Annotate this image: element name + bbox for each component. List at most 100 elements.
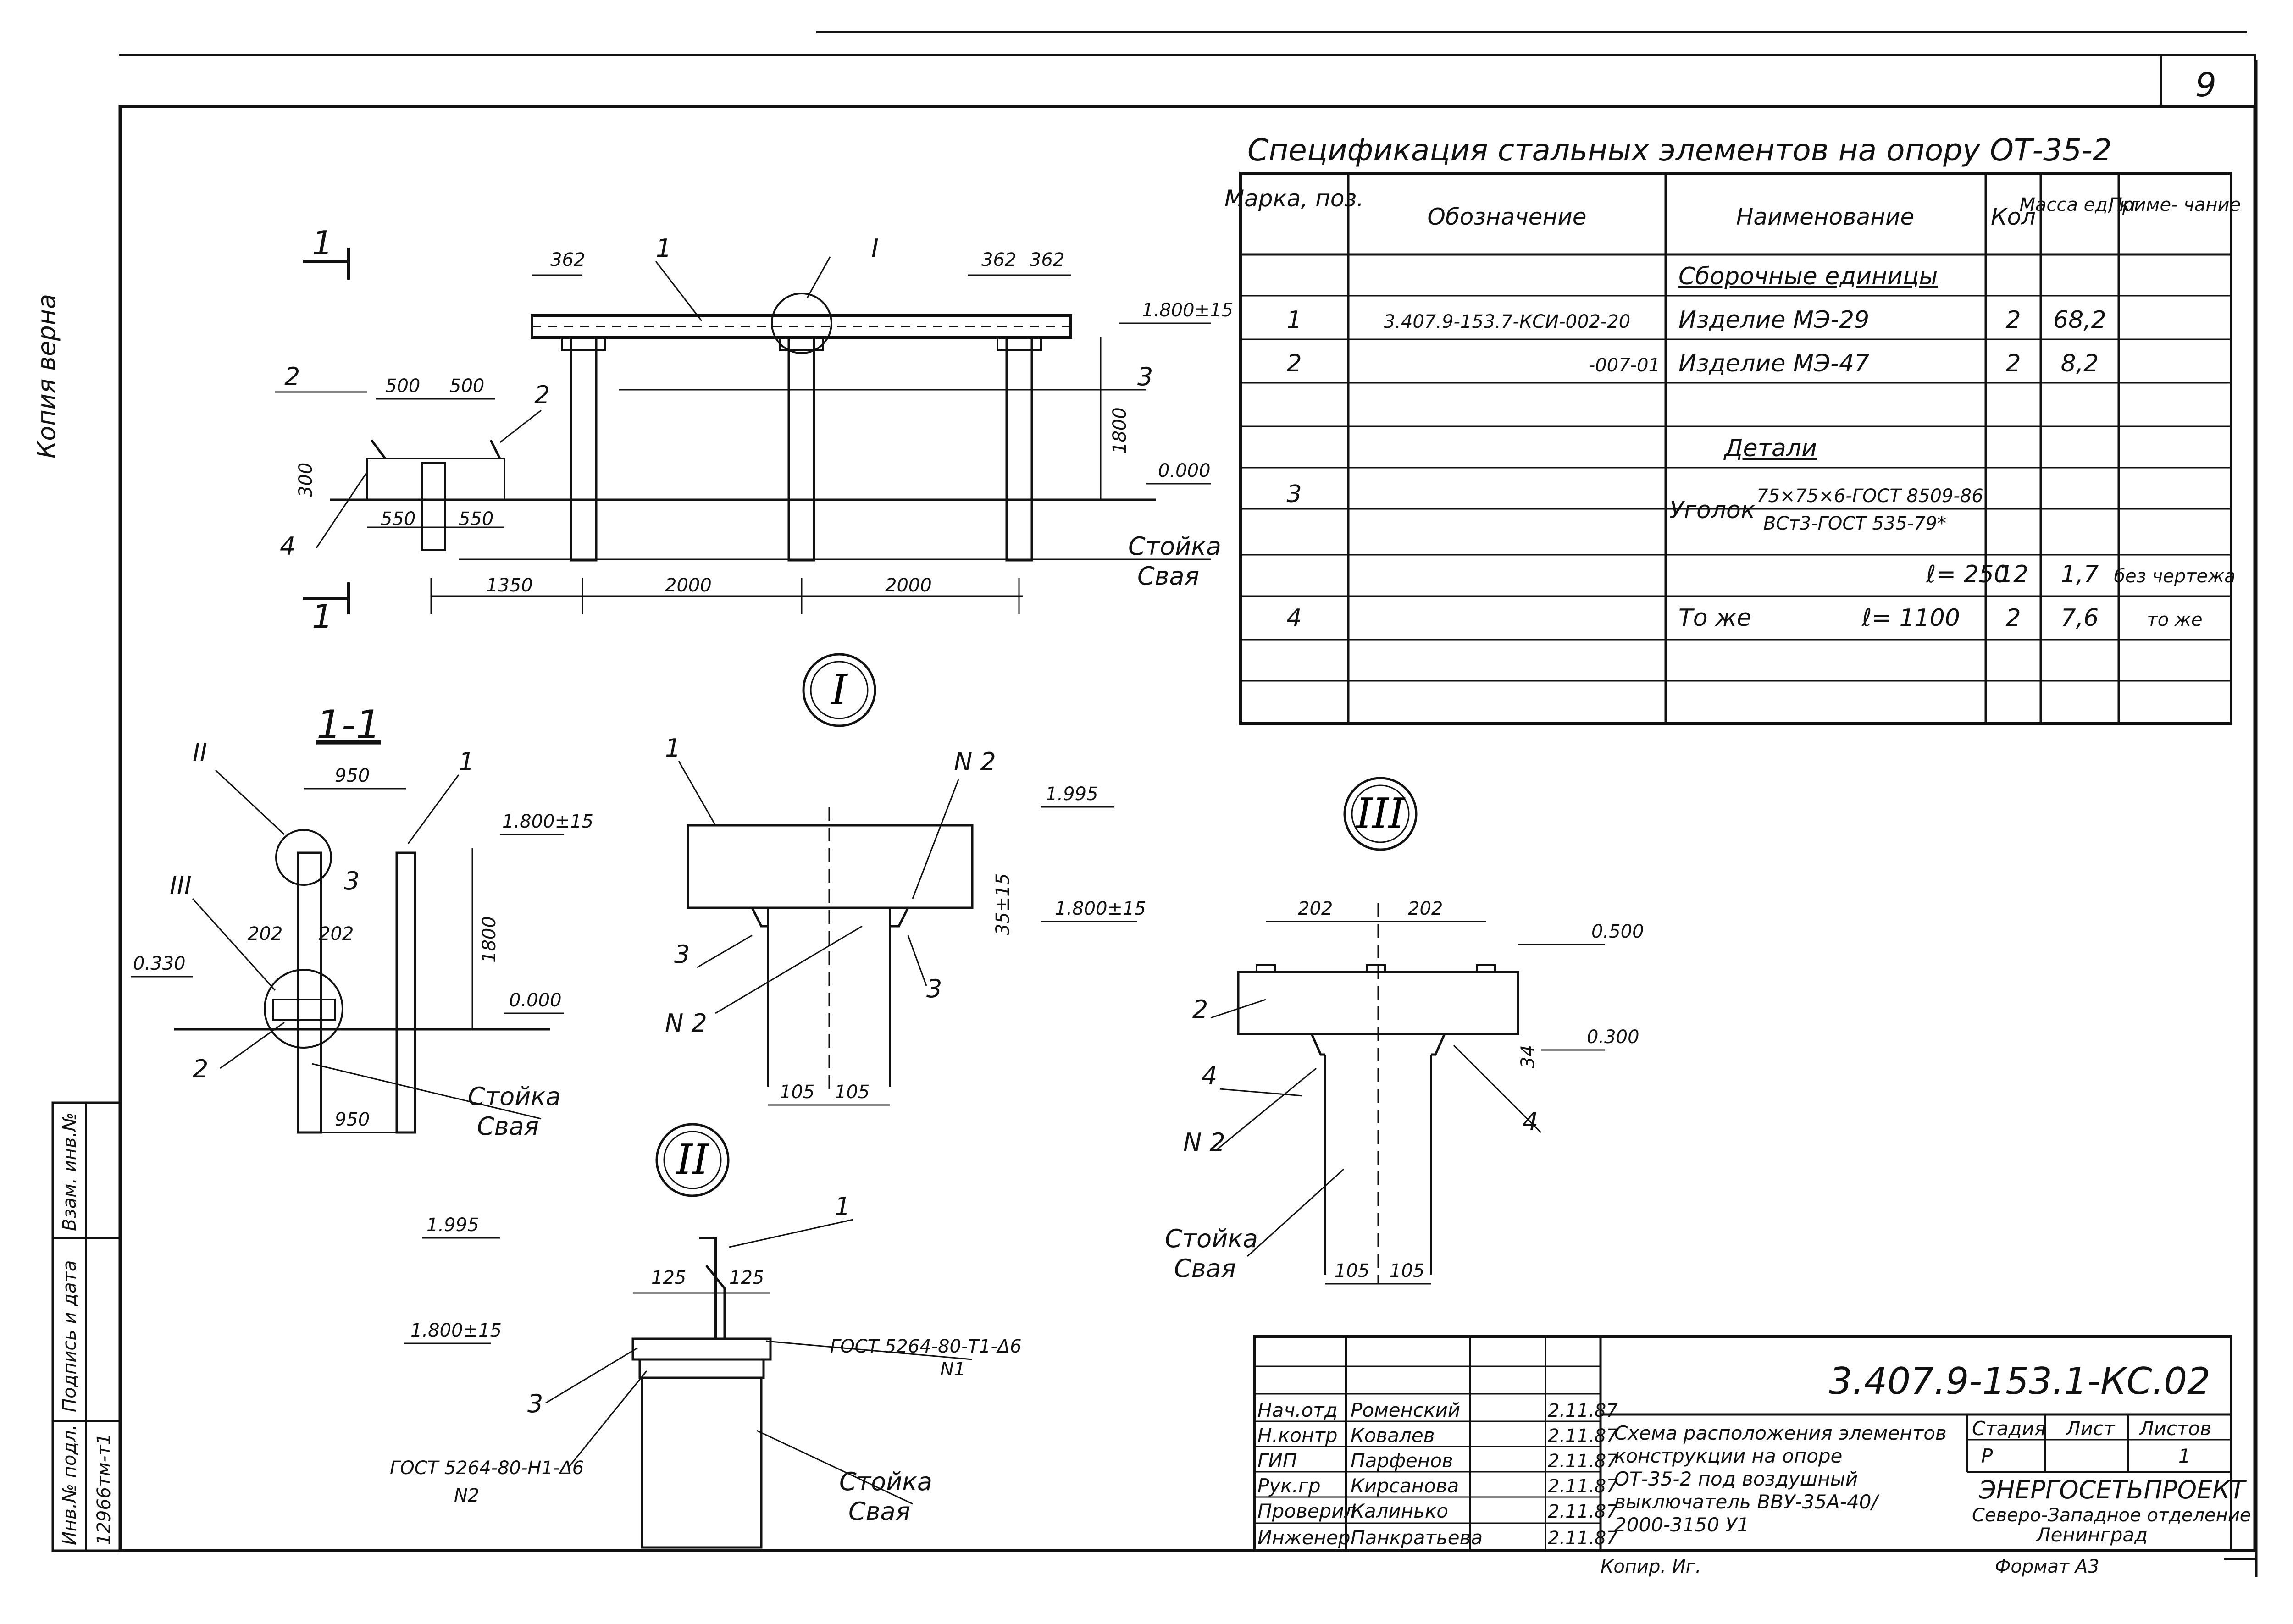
sec-level-mid: 0.330 [133,953,186,974]
inv-value: 12966тм-т1 [94,1433,115,1545]
node-II-weld-top: ГОСТ 5264-80-Т1-Δ6 [830,1336,1022,1357]
margin-note: Копия верна [32,294,61,458]
role-1: Н.контр [1257,1424,1338,1447]
row3-name: Уголок [1669,497,1756,524]
section-1-1: 1-1 950 950 202 202 1800 1.800±15 0.330 … [131,702,593,1141]
node-III-105-b: 105 [1390,1260,1424,1282]
sec-pile-1: Стойка [468,1082,561,1111]
role-2: ГИП [1257,1449,1297,1472]
row4-mass: 7,6 [2061,604,2099,632]
format-note: Формат А3 [1995,1556,2099,1577]
group-assembly: Сборочные единицы [1678,263,1938,290]
row3-length: ℓ= 250 [1926,561,2009,588]
level-top: 1.800±15 [1142,300,1233,321]
node-II-weld-bottom: ГОСТ 5264-80-Н1-Δ6 [390,1458,584,1479]
date-2: 2.11.87 [1548,1451,1618,1472]
node-III-callout-2: 2 [1192,995,1208,1024]
sec-callout-3: 3 [344,867,360,895]
node-II: II 125 125 1.995 1.800±15 1 ГОСТ 5264-80… [390,1123,1022,1549]
org-sub: Северо-Западное отделение [1972,1505,2251,1526]
row2-designation: -007-01 [1589,355,1660,376]
node-III-callout-4-left: 4 [1202,1061,1217,1090]
callout-1: 1 [656,234,671,263]
desc-3: выключатель ВВУ-35А-40/ [1614,1491,1879,1513]
row4-length: ℓ= 1100 [1861,604,1960,632]
date-0: 2.11.87 [1548,1400,1618,1421]
dim-2000-b: 2000 [885,575,932,596]
dim-300: 300 [295,463,316,497]
date-4: 2.11.87 [1548,1501,1618,1522]
callout-2-right: 2 [534,381,550,409]
row1-qty: 2 [2005,306,2021,334]
role-0: Нач.отд [1257,1399,1338,1421]
date-5: 2.11.87 [1548,1528,1618,1549]
dim-1800: 1800 [1109,407,1130,454]
node-I-n2-bottom: N 2 [665,1009,707,1038]
row3-qty: 12 [1998,561,2028,588]
row3-mark: 3 [1286,481,1302,508]
stage-value: Р [1981,1445,1993,1467]
section-mark-bottom: 1 [312,597,333,636]
hdr-note: Приме- чание [2109,194,2241,215]
title-block: Нач.отд Роменский 2.11.87 Н.контр Ковале… [1253,1335,2251,1577]
main-view: 1 1 362 362 362 500 500 300 55 [275,224,1233,636]
node-III-202-a: 202 [1298,898,1333,919]
dim-950-bottom: 950 [335,1109,370,1130]
row4-qty: 2 [2005,604,2021,632]
node-III-label: III [1355,790,1406,838]
node-III-202-b: 202 [1408,898,1443,919]
node-I-105-b: 105 [835,1082,870,1103]
row1-mark: 1 [1286,306,1302,334]
row3-mass: 1,7 [2061,561,2099,588]
hdr-designation: Обозначение [1428,204,1587,230]
row3-profile-top: 75×75×6-ГОСТ 8509-86 [1756,486,1983,507]
node-III-n2: N 2 [1183,1128,1225,1157]
node-II-label: II [675,1136,709,1184]
name-1: Ковалев [1351,1424,1435,1447]
node-I-label: I [830,666,848,714]
dim-1350: 1350 [486,575,533,596]
row1-name: Изделие МЭ-29 [1678,306,1869,334]
node-I-callout-1: 1 [665,734,681,762]
pile-label-1: Стойка [1128,532,1221,561]
sheets-value: 1 [2178,1445,2191,1467]
node-I-level-top: 1.995 [1046,784,1098,805]
callout-3: 3 [1137,362,1153,391]
dim-550-b: 550 [459,508,493,530]
node-III: III 202 202 105 105 0.500 0.300 34 2 4 4… [1165,777,1644,1285]
dim-500-a: 500 [385,376,420,397]
sec-callout-II: II [193,738,207,767]
node-III-34: 34 [1518,1045,1539,1068]
row4-name: То же [1678,604,1751,632]
level-ground: 0.000 [1158,460,1211,481]
role-5: Инженер [1257,1526,1351,1549]
dim-362-right-b: 362 [1030,249,1064,271]
node-II-125-b: 125 [729,1267,764,1288]
node-II-125-a: 125 [651,1267,686,1288]
sec-callout-2: 2 [193,1055,208,1083]
row2-name: Изделие МЭ-47 [1678,350,1869,377]
doc-code: 3.407.9-153.1-КС.02 [1829,1360,2210,1403]
sheet-header: Лист [2065,1417,2116,1440]
swap-label: Взам. инв.№ [59,1112,80,1231]
node-II-pile-1: Стойка [839,1467,932,1496]
sign-label: Подпись и дата [59,1260,80,1412]
node-II-callout-1: 1 [835,1192,850,1221]
name-4: Калинько [1351,1500,1448,1522]
dim-500-b: 500 [449,376,484,397]
desc-4: 2000-3150 У1 [1614,1514,1750,1536]
name-5: Панкратьева [1351,1526,1483,1549]
org-city: Ленинград [2035,1524,2148,1546]
copied-note: Копир. Иг. [1601,1556,1701,1577]
pile-label-2: Свая [1137,562,1199,591]
node-III-105-a: 105 [1335,1260,1369,1282]
node-II-weld-bottom-n: N2 [454,1485,479,1506]
sheet-number-box: 9 [2160,54,2256,108]
row1-mass: 68,2 [2053,306,2106,334]
desc-1: конструкции на опоре [1614,1445,1842,1467]
callout-node-I: I [871,234,879,263]
group-details: Детали [1723,435,1817,462]
dim-2000-a: 2000 [665,575,712,596]
dim-202-b: 202 [319,923,354,945]
